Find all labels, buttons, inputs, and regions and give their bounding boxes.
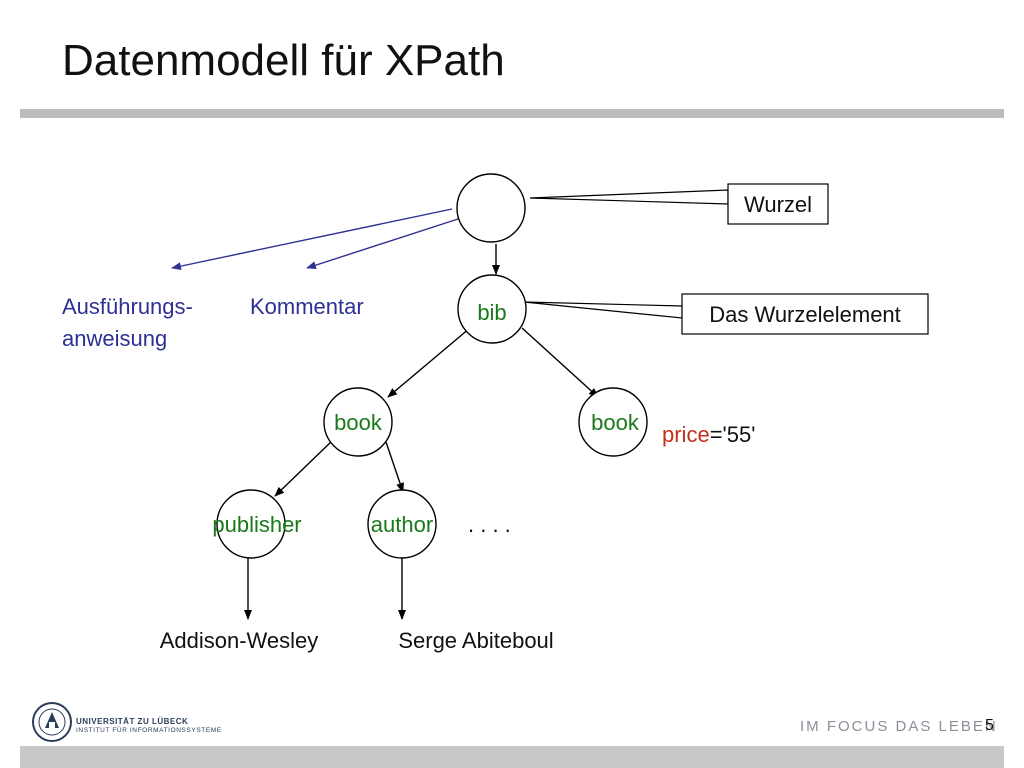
callout-box-root: [727, 183, 829, 225]
edge-root-comment: [306, 218, 459, 270]
edge-bib-book-right: [521, 327, 599, 398]
attribute-value: ='55': [710, 422, 756, 447]
attribute-name: price: [662, 422, 710, 447]
edge-root-processing-instruction: [171, 208, 453, 271]
page-number: 5: [985, 717, 994, 734]
callout-box-root-element: [681, 293, 929, 335]
publisher-text-value: Addison-Wesley: [160, 628, 319, 653]
attribute-price: price='55': [662, 422, 755, 447]
university-seal-logo: [32, 702, 72, 742]
callout-pointer-bib: [523, 301, 683, 319]
footer-slogan: IM FOCUS DAS LEBEN: [800, 718, 998, 735]
bib-node: [457, 274, 527, 344]
callout-root-label: Wurzel: [744, 192, 812, 217]
callout-root-element-label: Das Wurzelelement: [709, 302, 901, 327]
callout-pointer-root: [529, 189, 729, 205]
edge-book-author: [385, 441, 404, 493]
publisher-label: publisher: [212, 512, 301, 537]
book-left-label: book: [334, 410, 383, 435]
processing-instruction-label-line1: Ausführungs-: [62, 294, 193, 319]
bib-label: bib: [477, 300, 506, 325]
publisher-node: [216, 489, 286, 559]
slide-title: Datenmodell für XPath: [62, 36, 505, 85]
more-children-ellipsis: . . . .: [468, 512, 511, 537]
processing-instruction-label-line2: anweisung: [62, 326, 167, 351]
author-label: author: [371, 512, 433, 537]
book-node-left: [323, 387, 393, 457]
comment-label: Kommentar: [250, 294, 364, 319]
institute-name: INSTITUT FÜR INFORMATIONSSYSTEME: [76, 727, 222, 734]
author-node: [367, 489, 437, 559]
footer-bar: [20, 746, 1004, 768]
book-node-right: [578, 387, 648, 457]
root-node: [456, 173, 526, 243]
edge-book-publisher: [274, 439, 334, 497]
edge-bib-book-left: [387, 327, 471, 398]
author-text-value: Serge Abiteboul: [398, 628, 553, 653]
university-name: UNIVERSITÄT ZU LÜBECK: [76, 717, 189, 726]
title-divider: [20, 109, 1004, 118]
book-right-label: book: [591, 410, 640, 435]
